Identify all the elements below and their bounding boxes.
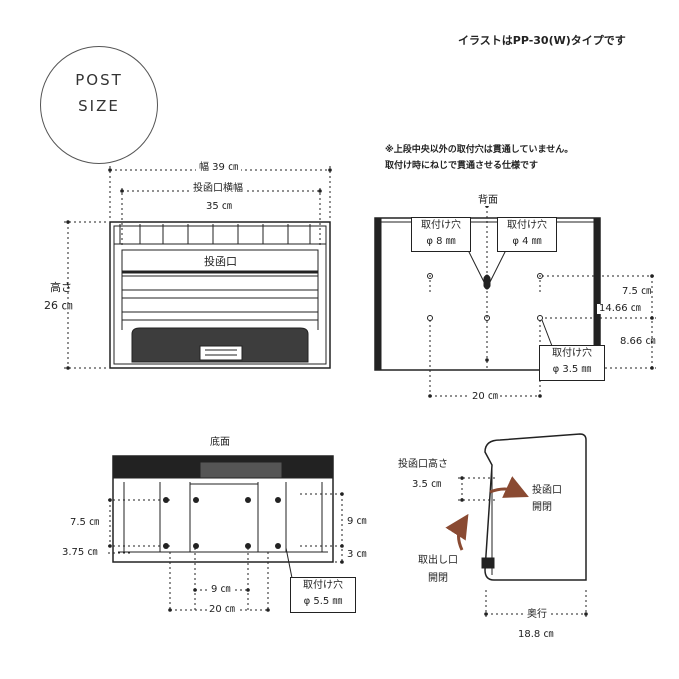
- bottom-dim-3-75: 3.75 ㎝: [62, 547, 98, 558]
- bottom-title: 底面: [210, 437, 230, 448]
- front-slot-width-label: 投函口横幅: [190, 184, 246, 194]
- hole-5-5mm-label: 取付け穴: [303, 580, 343, 591]
- front-width-label: 幅 39 ㎝: [196, 163, 242, 173]
- hole-label-4mm: 取付け穴 φ 4 ㎜: [497, 217, 557, 252]
- hole-label-5-5mm: 取付け穴 φ 5.5 ㎜: [290, 577, 356, 613]
- back-dim-8-66: 8.66 ㎝: [620, 336, 656, 347]
- back-title: 背面: [476, 195, 500, 206]
- takeout-label: 取出し口: [418, 555, 458, 566]
- depth-label: 奥行: [525, 609, 549, 620]
- back-dim-7-5: 7.5 ㎝: [622, 286, 652, 297]
- bottom-view: [112, 455, 334, 563]
- bottom-dim-9-right: 9 ㎝: [347, 516, 367, 527]
- hole-8mm-size: φ 8 ㎜: [426, 236, 456, 247]
- back-dim-20: 20 ㎝: [470, 391, 500, 402]
- front-height-label: 高さ: [50, 281, 72, 294]
- hole-4mm-size: φ 4 ㎜: [512, 236, 542, 247]
- hole-label-8mm: 取付け穴 φ 8 ㎜: [411, 217, 471, 252]
- bottom-dim-3: 3 ㎝: [347, 549, 367, 560]
- badge-line2: SIZE: [78, 97, 120, 115]
- slot-open-sub: 開閉: [532, 502, 552, 513]
- bottom-dim-9: 9 ㎝: [209, 584, 233, 595]
- back-dim-14-66: 14.66 ㎝: [597, 303, 643, 314]
- depth-value: 18.8 ㎝: [518, 629, 554, 640]
- hole-3-5mm-label: 取付け穴: [552, 348, 592, 359]
- mount-note-line2: 取付け時にねじで貫通させる仕様です: [385, 161, 539, 171]
- post-size-badge: POST SIZE: [40, 46, 158, 164]
- front-slot-label: 投函口: [204, 255, 237, 268]
- hole-3-5mm-size: φ 3.5 ㎜: [552, 364, 592, 375]
- bottom-dim-7-5: 7.5 ㎝: [70, 517, 100, 528]
- hole-4mm-label: 取付け穴: [507, 220, 547, 231]
- hole-label-3-5mm: 取付け穴 φ 3.5 ㎜: [539, 345, 605, 381]
- front-slot-width-value: 35 ㎝: [206, 201, 232, 212]
- slot-height-label: 投函口高さ: [398, 459, 448, 470]
- slot-height-value: 3.5 ㎝: [412, 479, 442, 490]
- front-height-value: 26 ㎝: [44, 299, 73, 312]
- hole-8mm-label: 取付け穴: [421, 220, 461, 231]
- badge-line1: POST: [75, 71, 123, 89]
- illustration-note: イラストはPP-30(W)タイプです: [458, 34, 626, 47]
- takeout-sub: 開閉: [428, 573, 448, 584]
- slot-open-label: 投函口: [532, 485, 562, 496]
- side-view: [481, 433, 587, 581]
- front-view: [109, 221, 331, 369]
- mount-note-line1: ※上段中央以外の取付穴は貫通していません。: [385, 145, 574, 155]
- hole-5-5mm-size: φ 5.5 ㎜: [303, 596, 343, 607]
- bottom-dim-20: 20 ㎝: [207, 604, 237, 615]
